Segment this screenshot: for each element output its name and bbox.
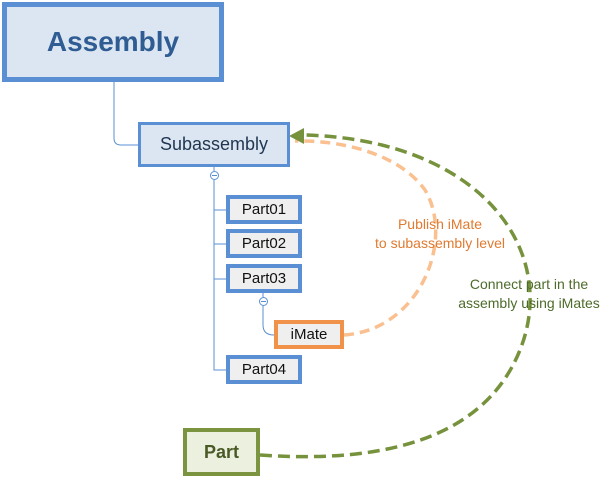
subassembly-node[interactable]: Subassembly: [138, 122, 290, 167]
part01-node[interactable]: Part01: [226, 195, 302, 224]
imate-node[interactable]: iMate: [274, 320, 344, 349]
part03-collapse-toggle[interactable]: [259, 297, 268, 306]
subassembly-collapse-toggle[interactable]: [210, 171, 219, 180]
part-node[interactable]: Part: [183, 428, 260, 476]
arrowhead-icon: [289, 128, 304, 144]
part02-label: Part02: [241, 235, 287, 252]
assembly-label: Assembly: [46, 26, 180, 57]
imate-branch: [262, 306, 275, 336]
part02-node[interactable]: Part02: [226, 229, 302, 258]
part03-node[interactable]: Part03: [226, 264, 302, 293]
part04-node[interactable]: Part04: [226, 355, 302, 384]
connect-arrow-path: [259, 133, 532, 459]
assembly-to-subassembly-connector: [113, 82, 138, 146]
connect-line-2: assembly using iMates: [458, 295, 600, 311]
connect-annotation: Connect part in the assembly using iMate…: [445, 275, 612, 313]
imate-label: iMate: [290, 326, 328, 343]
publish-line-2: to subassembly level: [375, 235, 505, 251]
publish-annotation: Publish iMate to subassembly level: [355, 215, 525, 253]
publish-line-1: Publish iMate: [397, 216, 483, 232]
subassembly-label: Subassembly: [159, 134, 269, 154]
assembly-node[interactable]: Assembly: [2, 2, 224, 82]
part-label: Part: [203, 441, 239, 462]
part01-label: Part01: [241, 201, 287, 218]
part03-label: Part03: [241, 270, 287, 287]
subassembly-tree-trunk: [213, 180, 226, 371]
connect-line-1: Connect part in the: [469, 276, 589, 292]
part04-label: Part04: [241, 361, 287, 378]
